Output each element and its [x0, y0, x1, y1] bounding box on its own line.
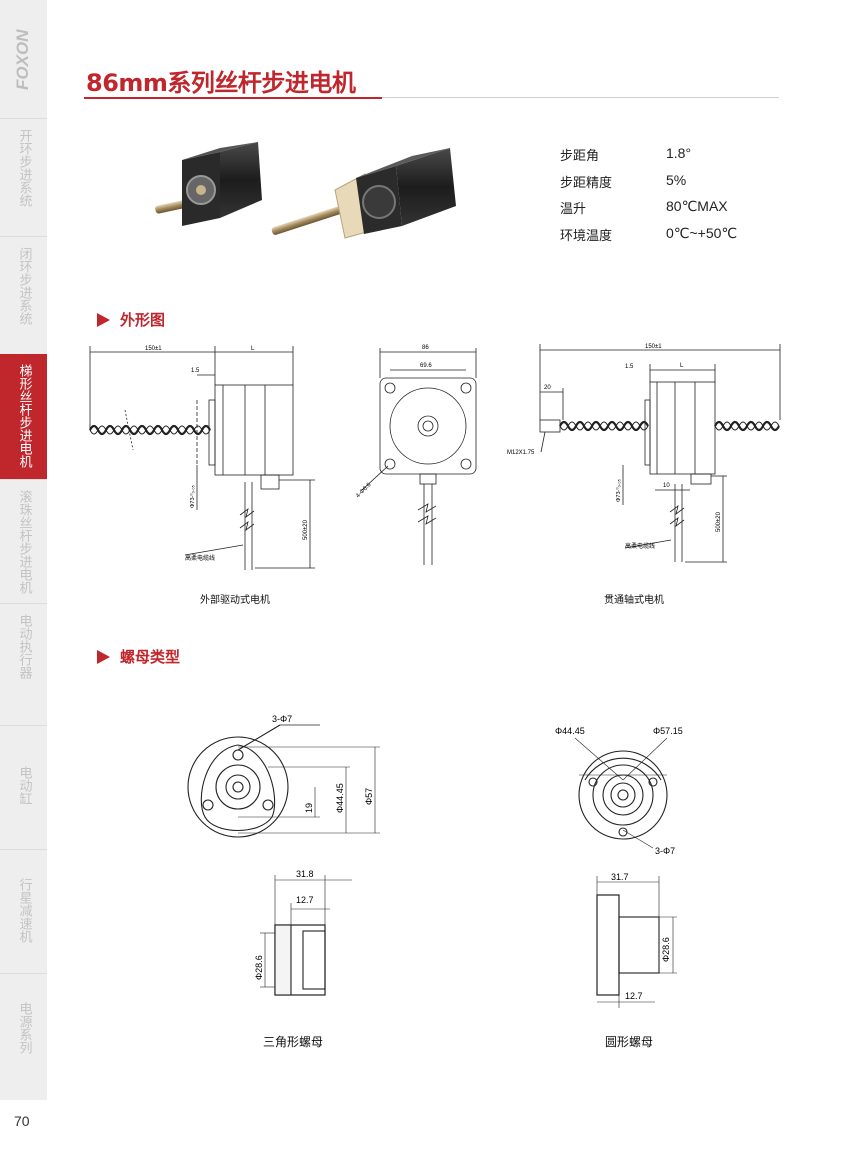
dim-label: 12.7	[625, 991, 643, 1001]
sidebar-item-power-supply[interactable]: 电源系列	[0, 973, 47, 1100]
dim-label: 69.6	[420, 363, 432, 369]
dim-label: 500±20	[716, 511, 722, 532]
sidebar-item-label: 滚珠丝杆步进电机	[16, 490, 32, 594]
spec-row: 温升 80℃MAX	[560, 198, 737, 225]
caption-through-motor: 贯通轴式电机	[604, 595, 664, 606]
section-title: 螺母类型	[120, 648, 181, 666]
motor-photo-external	[155, 142, 262, 226]
sidebar-item-label: 开环步进系统	[16, 129, 32, 207]
dim-label: Φ28.6	[254, 955, 264, 980]
dim-label: 1.5	[191, 368, 200, 374]
title-underline	[84, 97, 382, 99]
spec-label: 环境温度	[560, 228, 613, 244]
spec-value: 0℃~+50℃	[666, 224, 738, 241]
sidebar-item-cylinder[interactable]: 电动缸	[0, 725, 47, 849]
page-title: 86mm系列丝杆步进电机	[86, 69, 356, 97]
dim-label: 10	[663, 483, 670, 489]
sidebar-item-label: 电动缸	[16, 766, 32, 805]
dim-label: 31.7	[611, 872, 629, 882]
spec-value: 5%	[666, 171, 687, 188]
spec-label: 步距角	[560, 149, 600, 164]
dim-label: Φ57.15	[653, 726, 683, 736]
title-divider	[84, 97, 779, 98]
dim-label: 31.8	[296, 869, 314, 879]
sidebar-item-label: 梯形丝杆步进电机	[16, 364, 32, 468]
dim-label: 4-Φ6.6	[355, 482, 373, 500]
dim-label: 86	[422, 345, 429, 351]
sidebar-item-actuator[interactable]: 电动执行器	[0, 603, 47, 725]
dim-label: Φ28.6	[661, 937, 671, 962]
sidebar-item-label: 闭环步进系统	[16, 247, 32, 325]
sidebar-item-closed-loop[interactable]: 闭环步进系统	[0, 236, 47, 354]
cable-label: 高柔电缆线	[625, 542, 655, 550]
thread-label: M12X1.75	[507, 450, 535, 456]
dim-label: 3-Φ7	[272, 714, 292, 724]
section-nut-heading: 螺母类型	[97, 646, 180, 667]
sidebar-item-label: 电动执行器	[16, 614, 32, 679]
spec-label: 温升	[560, 202, 587, 217]
sidebar-item-open-loop[interactable]: 开环步进系统	[0, 118, 47, 236]
dim-label: Φ73-⁰₀.₀₅	[189, 485, 196, 508]
dim-label: 12.7	[296, 895, 314, 905]
caption-triangle-nut: 三角形螺母	[263, 1035, 324, 1049]
dim-label: 19	[304, 803, 314, 813]
spec-row: 步距精度 5%	[560, 172, 737, 199]
sidebar-item-ball-screw[interactable]: 滚珠丝杆步进电机	[0, 479, 47, 603]
page-number: 70	[14, 1113, 30, 1129]
spec-table: 步距角 1.8° 步距精度 5% 温升 80℃MAX 环境温度 0℃~+50℃	[560, 145, 737, 251]
dim-label: 1.5	[625, 364, 634, 370]
triangle-icon	[97, 649, 110, 664]
drawing-front-view: 86 69.6 4-Φ6.6	[355, 345, 477, 565]
sidebar-item-label: 行星减速机	[16, 878, 32, 943]
drawing-external-motor: 150±1 L 1.5 Φ73-⁰₀.₀₅ 500±20 高柔电缆线	[89, 346, 315, 570]
caption-external-motor: 外部驱动式电机	[200, 595, 270, 606]
brand-logo: FOXON	[13, 29, 32, 90]
sidebar-item-trapezoidal-screw[interactable]: 梯形丝杆步进电机	[0, 354, 47, 479]
drawing-through-motor: 150±1 L 1.5 20 M12X1.75 Φ73-⁰₀.₀₅ 10 500…	[507, 344, 781, 563]
spec-value: 1.8°	[666, 145, 692, 161]
caption-round-nut: 圆形螺母	[605, 1035, 654, 1049]
drawing-triangle-nut: 3-Φ7 19 Φ44.45 Φ57 31.8 12.7 Φ28.6	[187, 714, 380, 996]
spec-value: 80℃MAX	[666, 198, 728, 214]
dim-label: Φ44.45	[555, 726, 585, 736]
sidebar: FOXON 开环步进系统 闭环步进系统 梯形丝杆步进电机 滚珠丝杆步进电机 电动…	[0, 0, 47, 1100]
section-outline-heading: 外形图	[97, 309, 165, 330]
sidebar-item-planetary-reducer[interactable]: 行星减速机	[0, 849, 47, 973]
spec-row: 环境温度 0℃~+50℃	[560, 225, 737, 252]
dim-label: 500±20	[303, 519, 309, 540]
spec-label: 步距精度	[560, 175, 613, 191]
dim-label: Φ73-⁰₀.₀₅	[615, 479, 622, 502]
brand-text: FOXON	[13, 29, 32, 90]
sidebar-item-label: 电源系列	[16, 1002, 32, 1054]
dim-label: Φ44.45	[335, 783, 345, 813]
dim-label: 3-Φ7	[655, 846, 675, 856]
dim-label: 150±1	[645, 344, 662, 350]
dim-label: 150±1	[145, 346, 162, 352]
dim-label: L	[251, 346, 255, 352]
cable-label: 高柔电缆线	[185, 554, 215, 562]
triangle-icon	[97, 312, 110, 327]
motor-photo-through	[271, 148, 456, 239]
dim-label: Φ57	[364, 788, 374, 805]
section-title: 外形图	[120, 311, 166, 329]
dim-label: L	[680, 363, 684, 369]
dim-label: 20	[544, 385, 551, 391]
drawing-round-nut: Φ44.45 Φ57.15 3-Φ7 31.7 Φ28.6 12.7	[555, 726, 683, 1008]
spec-row: 步距角 1.8°	[560, 145, 737, 172]
product-photo	[155, 142, 456, 239]
